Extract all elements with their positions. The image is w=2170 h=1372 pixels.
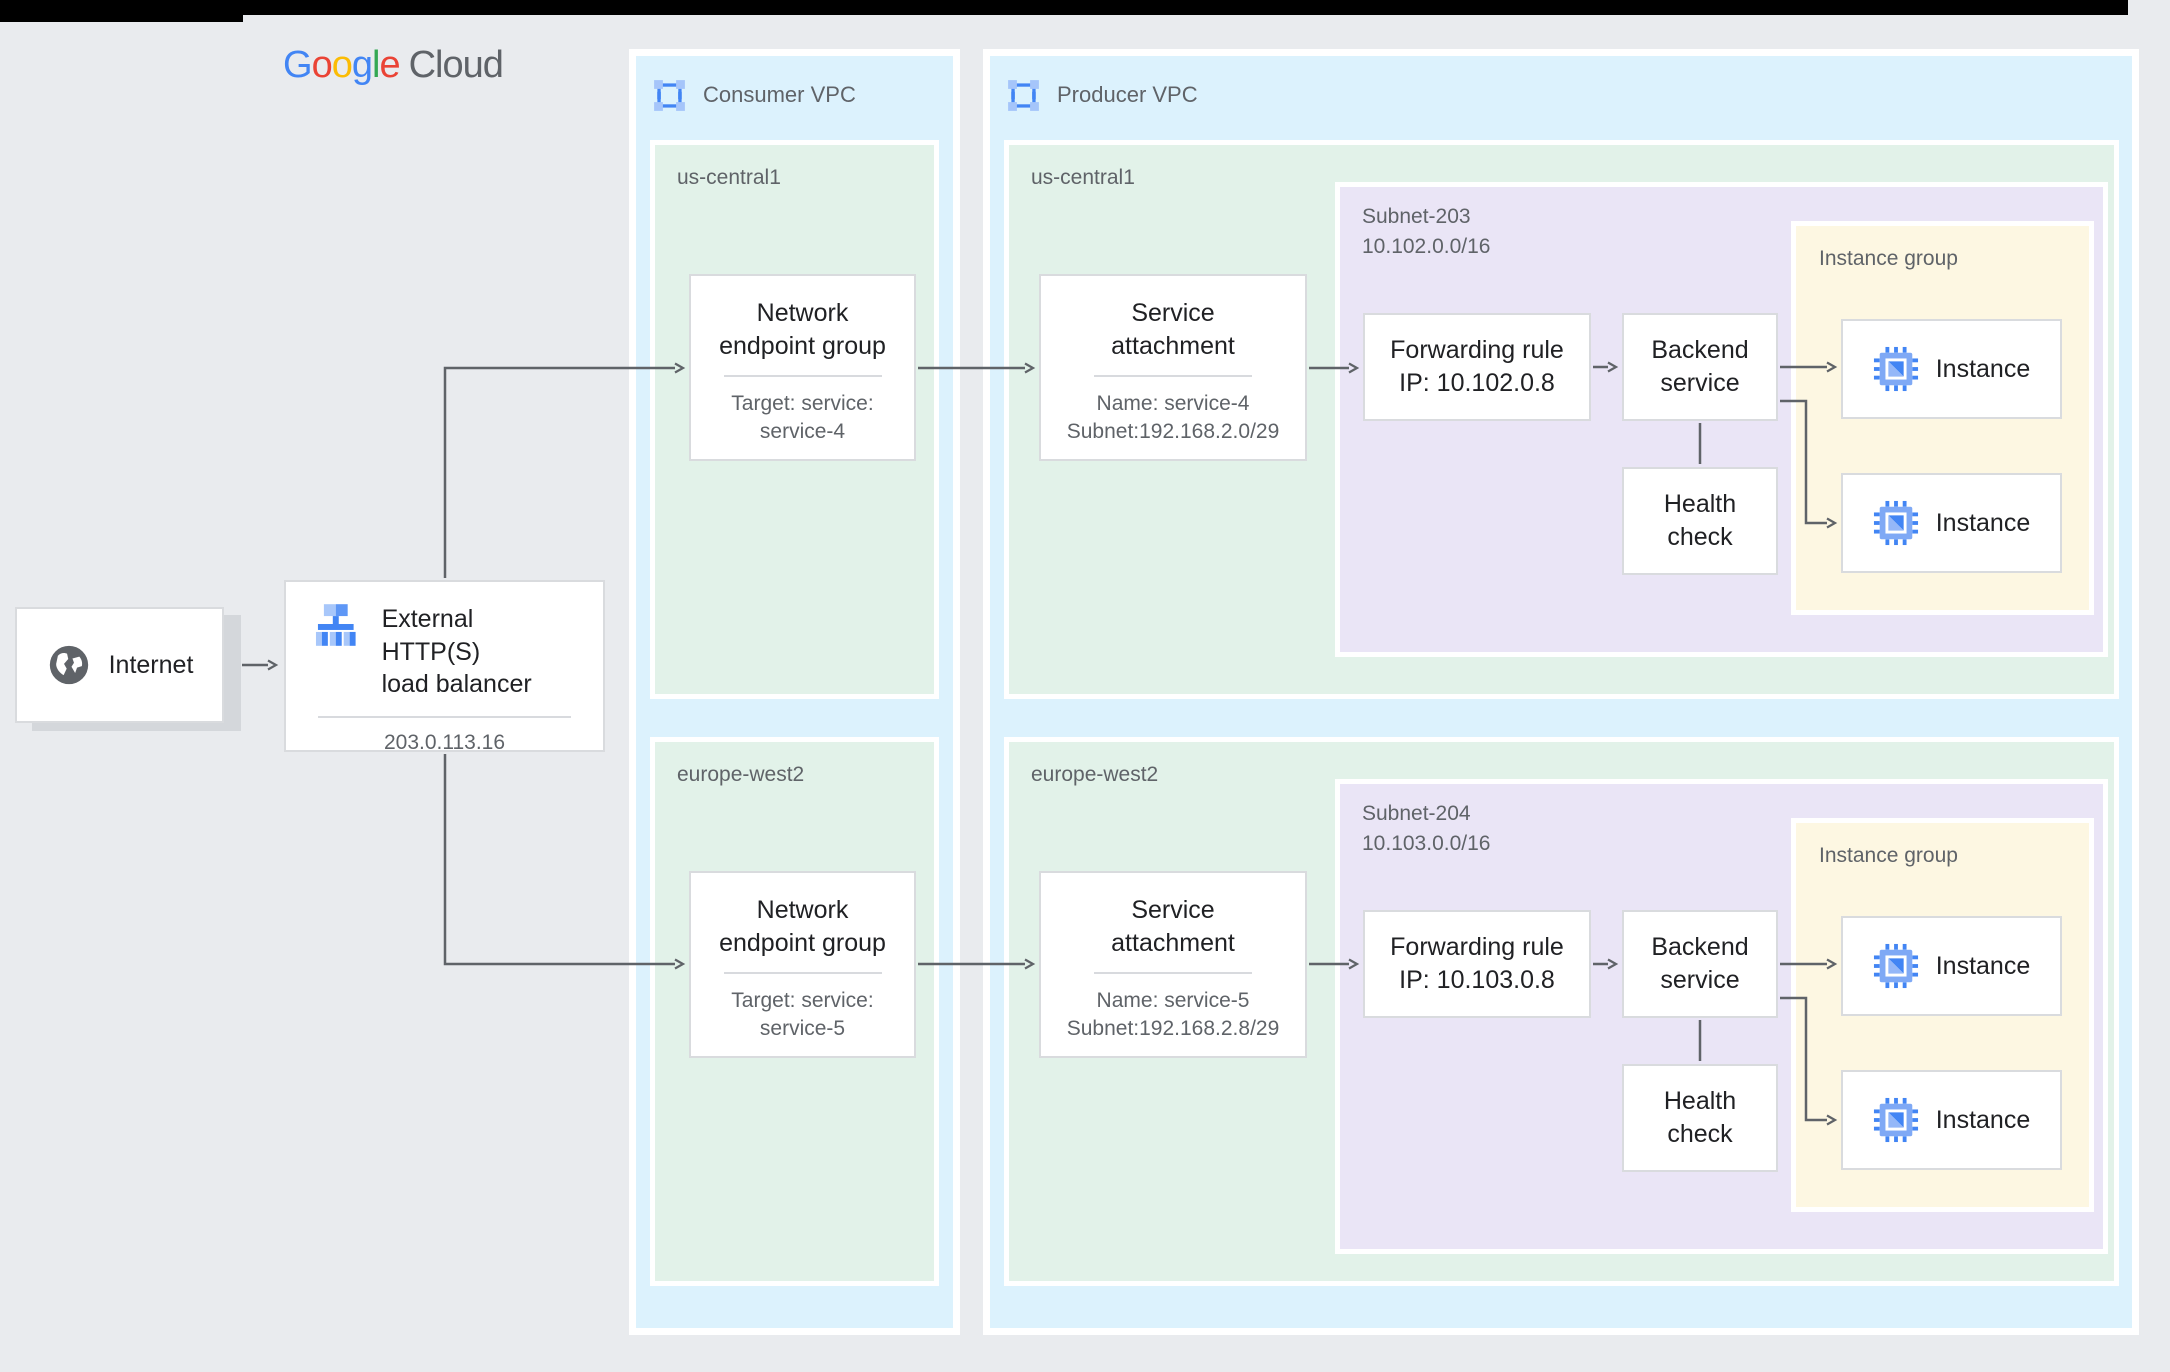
backend-service-line2: service	[1660, 369, 1740, 397]
logo-letter: o	[311, 44, 333, 86]
top-black-bar	[0, 0, 2128, 15]
forwarding-rule-ip: IP: 10.102.0.8	[1399, 369, 1555, 397]
backend-service-line2: service	[1660, 966, 1740, 994]
region-label: europe-west2	[677, 763, 805, 786]
logo-cloud-word: Cloud	[408, 44, 504, 86]
forwarding-rule-node-us-central1: Forwarding rule IP: 10.102.0.8	[1363, 313, 1591, 421]
load-balancer-title-line1: External HTTP(S)	[381, 605, 481, 666]
divider	[1094, 375, 1252, 377]
internet-node: Internet	[15, 607, 224, 723]
consumer-vpc-title: Consumer VPC	[703, 82, 856, 107]
region-label: europe-west2	[1031, 763, 1159, 786]
health-check-line2: check	[1667, 523, 1733, 551]
backend-service-line1: Backend	[1651, 932, 1749, 961]
logo-letter: l	[371, 44, 381, 86]
load-balancer-ip: 203.0.113.16	[383, 730, 506, 754]
sa-title-line1: Service	[1131, 299, 1215, 327]
health-check-line1: Health	[1663, 1086, 1737, 1115]
neg-title-line1: Network	[756, 299, 849, 327]
compute-instance-icon	[1873, 500, 1918, 546]
neg-title-line2: endpoint group	[719, 331, 886, 360]
load-balancer-title: External HTTP(S) load balancer	[382, 601, 577, 701]
sa-detail-line2: Subnet:192.168.2.8/29	[1066, 1016, 1280, 1040]
logo-letter: e	[379, 44, 400, 86]
sa-title-line2: attachment	[1111, 331, 1235, 360]
compute-instance-icon	[1873, 943, 1918, 989]
logo-letter: o	[331, 44, 353, 86]
health-check-node-europe-west2: Health check	[1622, 1064, 1778, 1172]
backend-service-node-us-central1: Backend service	[1622, 313, 1778, 421]
subnet-cidr: 10.102.0.0/16	[1362, 235, 1491, 259]
forwarding-rule-ip: IP: 10.103.0.8	[1399, 966, 1555, 994]
instance-label: Instance	[1935, 1105, 2031, 1134]
logo-letter: G	[283, 44, 313, 86]
network-endpoint-group-node-europe-west2: Network endpoint group Target: service: …	[689, 871, 916, 1058]
producer-vpc-title: Producer VPC	[1057, 82, 1198, 107]
instance-label: Instance	[1935, 354, 2031, 383]
neg-detail-line1: Target: service:	[731, 989, 874, 1012]
subnet-label: Subnet-204 10.103.0.0/16	[1362, 799, 1490, 860]
producer-vpc-header: Producer VPC	[1007, 77, 1198, 113]
load-balancer-node: External HTTP(S) load balancer 203.0.113…	[284, 580, 605, 754]
sa-detail-line2: Subnet:192.168.2.0/29	[1066, 419, 1280, 443]
subnet-name: Subnet-204	[1362, 802, 1471, 825]
sa-detail-line1: Name: service-5	[1096, 989, 1250, 1012]
instance-group-label: Instance group	[1819, 844, 1958, 867]
health-check-node-us-central1: Health check	[1622, 467, 1778, 575]
sa-title-line1: Service	[1131, 896, 1215, 924]
health-check-line2: check	[1667, 1120, 1733, 1148]
backend-service-line1: Backend	[1651, 335, 1749, 364]
instance-node: Instance	[1841, 1070, 2062, 1170]
sa-detail-line1: Name: service-4	[1096, 392, 1250, 415]
compute-instance-icon	[1873, 346, 1918, 392]
instance-node: Instance	[1841, 916, 2062, 1016]
network-endpoint-group-node-us-central1: Network endpoint group Target: service: …	[689, 274, 916, 461]
logo-letter: g	[351, 44, 373, 86]
forwarding-rule-line1: Forwarding rule	[1390, 335, 1564, 364]
load-balancer-icon	[315, 604, 356, 646]
load-balancer-header: External HTTP(S) load balancer	[312, 601, 577, 701]
neg-detail-line1: Target: service:	[731, 392, 874, 415]
backend-service-node-europe-west2: Backend service	[1622, 910, 1778, 1018]
forwarding-rule-line1: Forwarding rule	[1390, 932, 1564, 961]
vpc-icon	[1008, 79, 1039, 111]
subnet-label: Subnet-203 10.102.0.0/16	[1362, 202, 1490, 263]
divider	[723, 375, 882, 377]
load-balancer-title-line2: load balancer	[381, 670, 532, 698]
subnet-name: Subnet-203	[1362, 205, 1471, 228]
instance-group-label: Instance group	[1819, 247, 1958, 270]
region-label: us-central1	[677, 166, 781, 189]
neg-title-line2: endpoint group	[719, 928, 886, 957]
instance-node: Instance	[1841, 473, 2062, 573]
subnet-cidr: 10.103.0.0/16	[1362, 832, 1491, 856]
divider	[723, 972, 882, 974]
vpc-icon	[654, 79, 685, 111]
instance-label: Instance	[1935, 951, 2031, 980]
instance-node: Instance	[1841, 319, 2062, 419]
region-label: us-central1	[1031, 166, 1135, 189]
instance-label: Instance	[1935, 508, 2031, 537]
health-check-line1: Health	[1663, 489, 1737, 518]
divider	[1094, 972, 1252, 974]
neg-title-line1: Network	[756, 896, 849, 924]
neg-detail-line2: service-5	[759, 1016, 846, 1040]
forwarding-rule-node-europe-west2: Forwarding rule IP: 10.103.0.8	[1363, 910, 1591, 1018]
compute-instance-icon	[1873, 1097, 1918, 1143]
neg-detail-line2: service-4	[759, 419, 846, 443]
sa-title-line2: attachment	[1111, 928, 1235, 957]
divider	[318, 715, 571, 718]
internet-label: Internet	[108, 650, 194, 679]
globe-icon	[49, 645, 88, 685]
service-attachment-node-us-central1: Service attachment Name: service-4 Subne…	[1039, 274, 1307, 461]
consumer-vpc-header: Consumer VPC	[653, 77, 856, 113]
top-black-bar-left	[0, 0, 243, 22]
service-attachment-node-europe-west2: Service attachment Name: service-5 Subne…	[1039, 871, 1307, 1058]
